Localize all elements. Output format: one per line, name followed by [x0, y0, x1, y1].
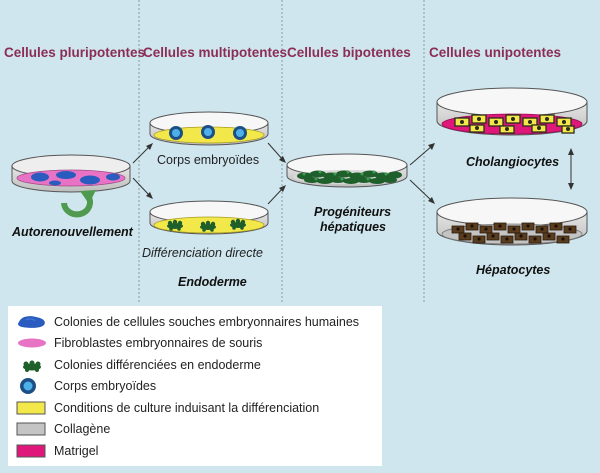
column-title-bipotent: Cellules bipotentes: [287, 45, 411, 60]
label-corps-embryoides: Corps embryoïdes: [157, 153, 259, 167]
arrow: [132, 177, 151, 197]
legend-item: Corps embryoïdes: [16, 376, 382, 398]
legend-item: Collagène: [16, 419, 382, 441]
magenta-box-icon: [16, 442, 52, 460]
yellow-box-icon: [16, 399, 52, 417]
label-hepatiques: hépatiques: [320, 220, 386, 234]
label-hepatocytes: Hépatocytes: [476, 263, 550, 277]
legend-item: Colonies de cellules souches embryonnair…: [16, 311, 382, 333]
legend: Colonies de cellules souches embryonnair…: [8, 306, 382, 466]
arrowhead: [279, 185, 286, 192]
arrowhead: [568, 183, 574, 190]
arrow: [267, 142, 284, 161]
arrow: [132, 145, 151, 164]
column-title-pluripotent: Cellules pluripotentes: [4, 45, 145, 60]
arrow: [409, 179, 433, 202]
green-colony-icon: [16, 356, 52, 374]
direct-differentiation-dish: [149, 200, 269, 235]
label-progeniteurs: Progéniteurs: [314, 205, 391, 219]
column-title-unipotent: Cellules unipotentes: [429, 45, 561, 60]
legend-label: Matrigel: [54, 443, 99, 458]
legend-item: Colonies différenciées en endoderme: [16, 354, 382, 376]
blue-colony-icon: [16, 313, 52, 331]
legend-item: Matrigel: [16, 440, 382, 462]
legend-item: Conditions de culture induisant la diffé…: [16, 397, 382, 419]
label-autorenouvellement: Autorenouvellement: [11, 225, 134, 239]
arrowhead: [428, 197, 435, 204]
hepatic-progenitors-dish: [286, 153, 408, 188]
arrowhead: [279, 156, 286, 163]
pink-fibroblast-icon: [16, 334, 52, 352]
arrow: [267, 187, 284, 205]
legend-label: Colonies de cellules souches embryonnair…: [54, 314, 360, 329]
arrowhead: [428, 143, 435, 150]
legend-label: Fibroblastes embryonnaires de souris: [54, 336, 263, 351]
pluripotent-dish: [11, 154, 131, 193]
legend-label: Colonies différenciées en endoderme: [54, 357, 261, 372]
column-title-multipotent: Cellules multipotentes: [143, 45, 287, 60]
self-renewal-arrow-icon: [61, 190, 96, 218]
label-differenciation-directe: Différenciation directe: [142, 246, 263, 260]
arrowhead: [568, 148, 574, 155]
grey-box-icon: [16, 420, 52, 438]
arrowhead: [146, 143, 153, 150]
legend-item: Fibroblastes embryonnaires de souris: [16, 333, 382, 355]
hepatocytes-dish: [436, 197, 588, 246]
embryoid-body-icon: [16, 377, 52, 395]
legend-label: Collagène: [54, 422, 111, 437]
arrowhead: [146, 192, 153, 199]
arrow: [409, 145, 433, 166]
label-cholangiocytes: Cholangiocytes: [466, 155, 559, 169]
legend-label: Corps embryoïdes: [54, 379, 157, 394]
cholangiocytes-dish: [436, 87, 588, 136]
legend-label: Conditions de culture induisant la diffé…: [54, 400, 320, 415]
label-endoderme: Endoderme: [178, 275, 247, 289]
embryoid-bodies-dish: [149, 111, 269, 146]
